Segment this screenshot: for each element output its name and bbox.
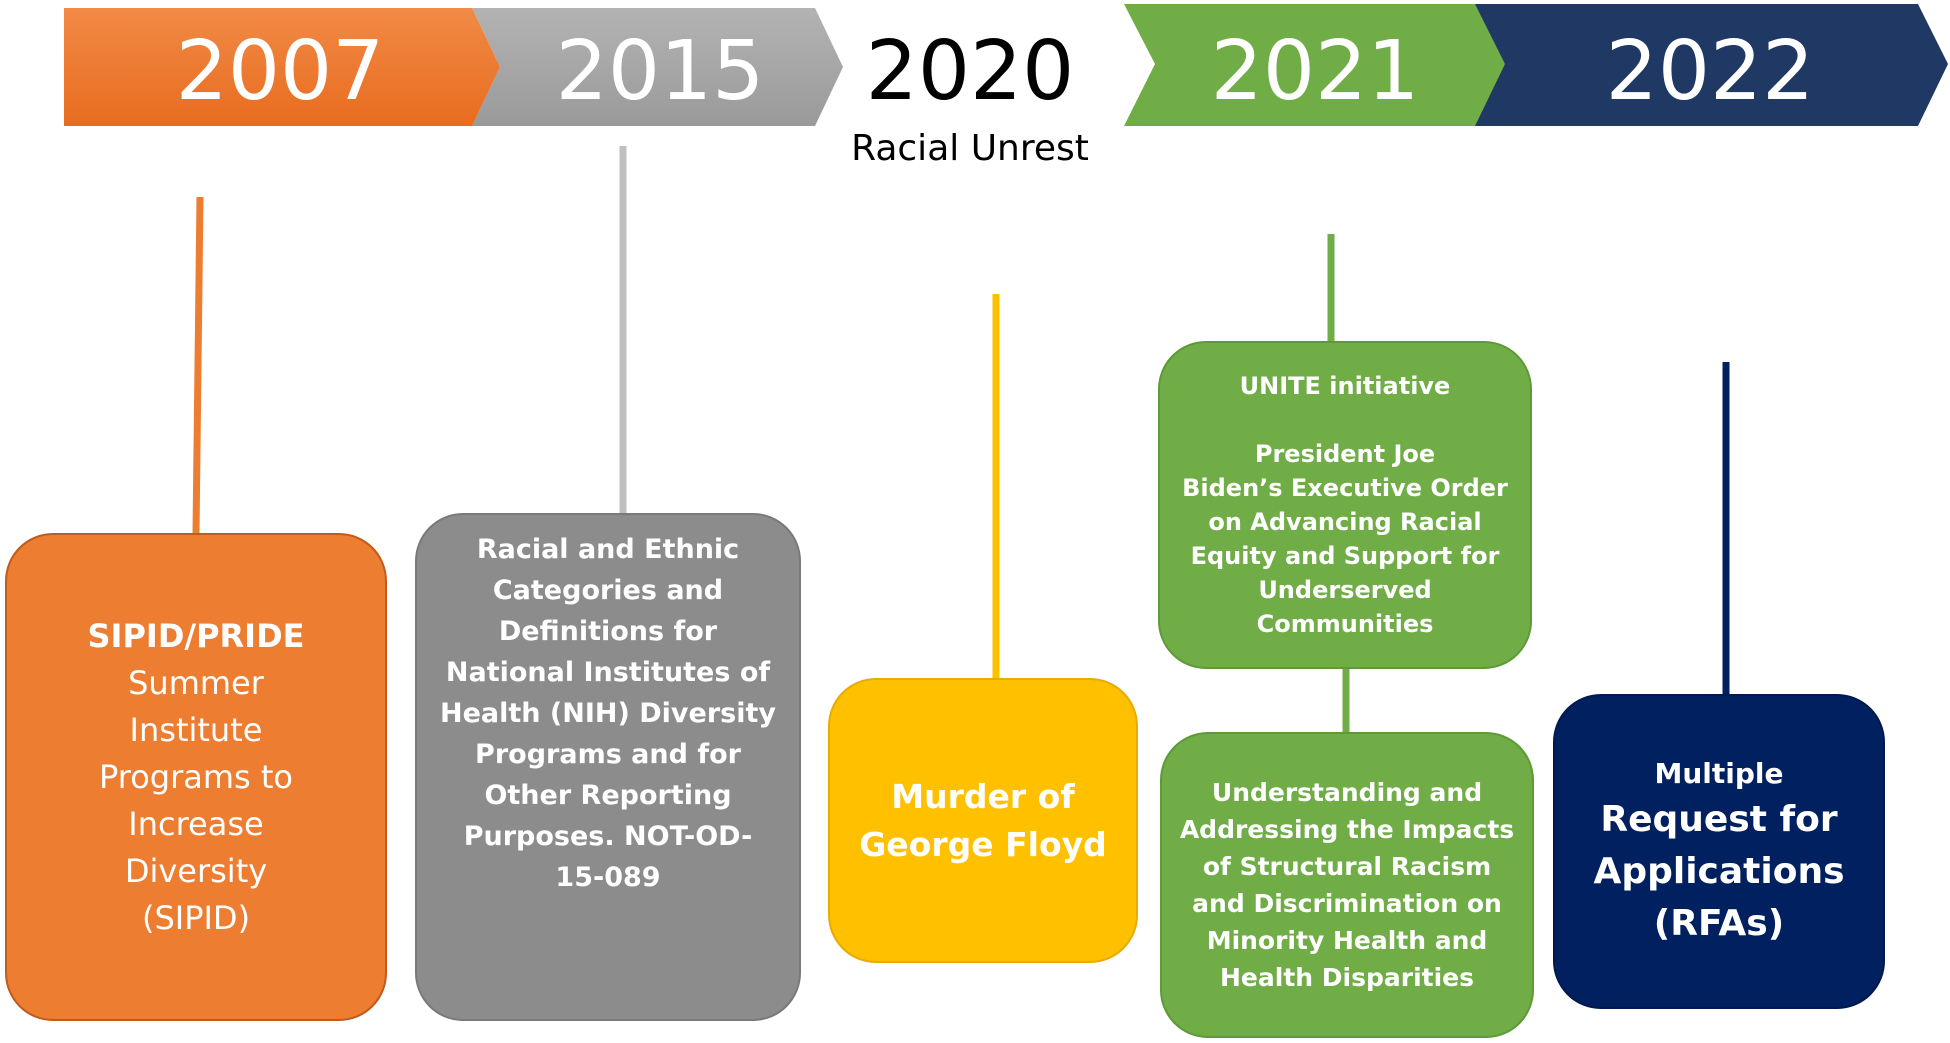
event-2015-line: Purposes. NOT-OD- xyxy=(463,821,753,852)
event-2021-structural-line: of Structural Racism xyxy=(1202,852,1492,881)
arrow-2021 xyxy=(1124,4,1505,126)
event-box-2021-structural-racism: Understanding and Addressing the Impacts… xyxy=(1160,732,1534,1038)
timeline-banner xyxy=(64,4,1948,126)
event-2020-line: Murder of xyxy=(891,776,1075,816)
event-2015-line: Programs and for xyxy=(475,739,741,770)
arrow-2015 xyxy=(472,8,843,126)
event-2007-heading: SIPID/PRIDE xyxy=(87,617,305,655)
event-2021-structural-line: Addressing the Impacts xyxy=(1179,815,1515,844)
event-2007-line: Institute xyxy=(129,711,263,749)
year-2022: 2022 xyxy=(1605,24,1815,119)
year-2020-subtitle: Racial Unrest xyxy=(851,128,1089,169)
event-2015-line: Categories and xyxy=(492,575,724,606)
year-2020: 2020 xyxy=(865,24,1075,119)
event-2015-line: Racial and Ethnic xyxy=(476,534,740,565)
event-2020-line: George Floyd xyxy=(859,824,1107,864)
arrow-2022 xyxy=(1470,4,1948,126)
event-box-2020: Murder of George Floyd xyxy=(828,678,1138,963)
connector-2007 xyxy=(192,196,204,534)
event-2007-line: Increase xyxy=(128,805,264,843)
event-2021-unite-line: Underserved xyxy=(1258,576,1432,604)
event-2015-line: Definitions for xyxy=(498,616,718,647)
event-2021-unite-line: on Advancing Racial xyxy=(1208,508,1482,536)
event-2021-structural-line: and Discrimination on xyxy=(1192,889,1502,918)
event-2021-structural-line: Health Disparities xyxy=(1220,963,1474,992)
event-2007-line: (SIPID) xyxy=(141,899,251,937)
event-2015-line: National Institutes of xyxy=(445,657,771,688)
event-2021-unite-line: Biden’s Executive Order xyxy=(1182,474,1508,502)
event-2022-line: Request for xyxy=(1600,798,1838,840)
event-box-2007: SIPID/PRIDE Summer Institute Programs to… xyxy=(5,533,387,1021)
event-2022-heading: Multiple xyxy=(1654,756,1784,790)
event-2007-line: Diversity xyxy=(124,852,268,890)
event-2015-line: 15-089 xyxy=(555,862,661,893)
event-2022-line: Applications xyxy=(1593,850,1845,892)
event-2007-line: Programs to xyxy=(99,758,293,796)
event-2021-unite-line: Equity and Support for xyxy=(1190,542,1500,570)
event-2021-structural-line: Minority Health and xyxy=(1206,926,1488,955)
year-2015: 2015 xyxy=(555,24,765,119)
year-2021: 2021 xyxy=(1210,24,1420,119)
event-box-2015: Racial and Ethnic Categories and Definit… xyxy=(415,513,801,1021)
event-box-2022: Multiple Request for Applications (RFAs) xyxy=(1553,694,1885,1009)
event-box-2021-unite: UNITE initiative President Joe Biden’s E… xyxy=(1158,341,1532,669)
event-2015-line: Health (NIH) Diversity xyxy=(440,698,776,729)
event-2021-unite-line: Communities xyxy=(1256,610,1434,638)
event-2021-unite-heading: UNITE initiative xyxy=(1239,372,1451,400)
year-2007: 2007 xyxy=(175,24,385,119)
event-2021-unite-line: President Joe xyxy=(1254,440,1436,468)
event-2021-structural-line: Understanding and xyxy=(1211,778,1483,807)
arrow-2007 xyxy=(64,8,500,126)
event-2022-line: (RFAs) xyxy=(1653,902,1785,944)
event-2015-line: Other Reporting xyxy=(484,780,732,811)
event-2007-line: Summer xyxy=(128,664,264,702)
